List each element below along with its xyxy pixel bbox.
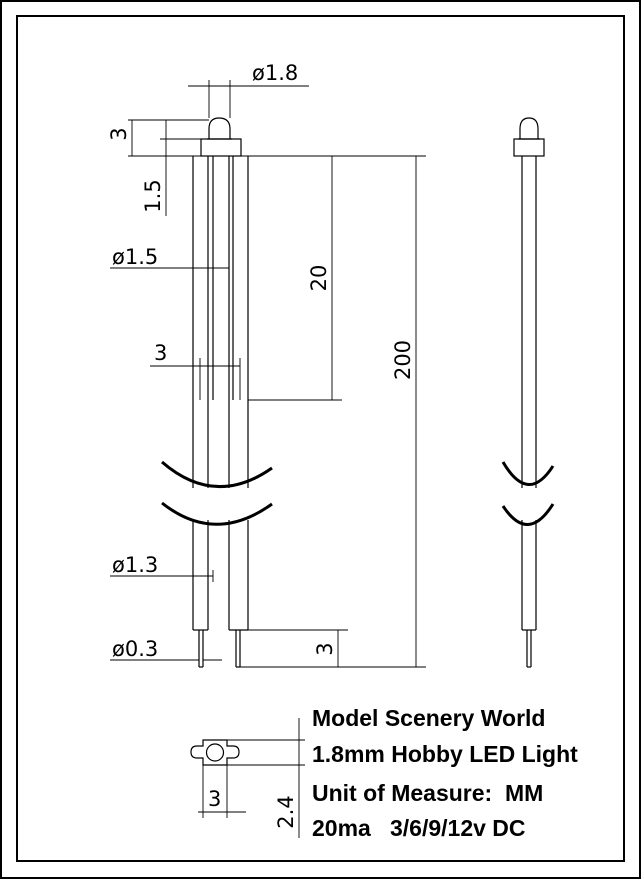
dim-wire-diameter: ø1.5 [112, 245, 158, 269]
side-break-upper [501, 461, 555, 486]
dim-led-diameter: ø1.8 [252, 61, 298, 85]
inner-border [16, 15, 625, 862]
bottom-view-led [205, 743, 225, 762]
led-base [200, 138, 242, 157]
wire-pair-joined [192, 155, 249, 400]
side-led-dome [519, 117, 539, 139]
dim-stripped-length: 3 [313, 642, 337, 655]
dimension-led-diameter: ø1.8 [188, 61, 309, 118]
front-view [161, 117, 273, 668]
side-view [501, 117, 555, 668]
dimension-split-length: 20 [248, 156, 342, 401]
dimension-wire-core-diameter: ø1.3 [110, 553, 214, 582]
title-line-3: Unit of Measure: MM [312, 780, 543, 806]
wires-split-upper [192, 400, 249, 488]
title-line-1: Model Scenery World [312, 705, 545, 731]
dimension-led-base-height: 1.5 [141, 120, 201, 216]
title-line-2: 1.8mm Hobby LED Light [312, 741, 578, 767]
dimension-stripped-length: 3 [248, 629, 348, 667]
break-line-lower [161, 501, 273, 526]
dimension-total-length: 200 [240, 155, 426, 668]
title-line-4: 20ma 3/6/9/12v DC [312, 815, 526, 841]
dim-bottom-height: 2.4 [274, 795, 298, 828]
dim-led-base-height: 1.5 [141, 179, 165, 212]
dimension-lead-diameter: ø0.3 [110, 637, 222, 661]
dimension-led-height: 3 [107, 119, 209, 157]
dim-total-length: 200 [391, 340, 415, 380]
dimension-wire-gap: 3 [150, 341, 241, 400]
dim-led-height: 3 [107, 127, 131, 140]
dim-wire-gap: 3 [154, 341, 167, 365]
dim-bottom-width: 3 [208, 787, 221, 811]
led-dome [208, 117, 231, 139]
break-line-upper [161, 460, 273, 488]
dim-split-length: 20 [307, 265, 331, 292]
side-led-base [513, 138, 545, 157]
dim-lead-diameter: ø0.3 [112, 637, 158, 661]
title-block: Model Scenery World 1.8mm Hobby LED Ligh… [312, 705, 578, 841]
side-break-lower [501, 503, 555, 526]
wires-split-lower [192, 520, 249, 631]
wire-leads [198, 630, 241, 668]
bottom-view: 3 2.4 [190, 718, 305, 838]
dim-wire-core-diameter: ø1.3 [112, 553, 158, 577]
dimension-wire-diameter: ø1.5 [110, 245, 229, 269]
